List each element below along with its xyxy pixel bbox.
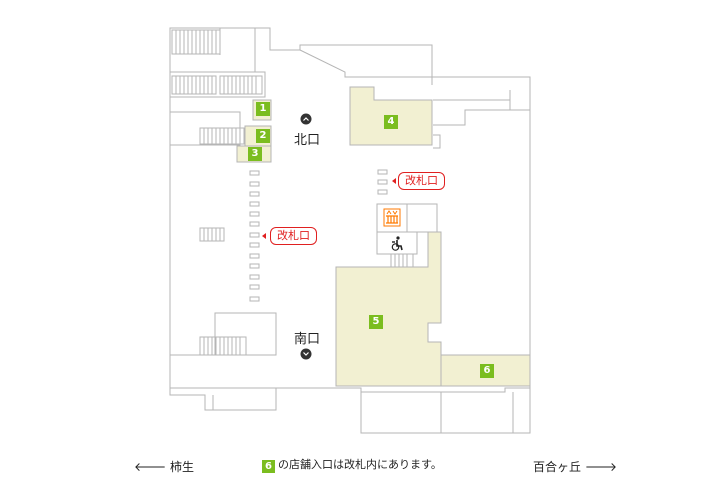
shop-area-5 xyxy=(335,231,442,387)
shop-number-5: 5 xyxy=(369,315,383,329)
stairs-left-middle xyxy=(199,127,245,145)
shop-number-4: 4 xyxy=(384,115,398,129)
wheelchair-icon xyxy=(389,236,403,251)
ticket-gate-barriers-right xyxy=(377,169,388,195)
ticket-gate-label-left: 改札口 xyxy=(270,227,317,245)
ticket-gate-barriers-left xyxy=(249,170,260,302)
shop-number-3: 3 xyxy=(248,147,262,161)
north-exit-label: 北口 xyxy=(294,133,321,148)
stairs xyxy=(171,29,414,356)
stairs-top-left xyxy=(171,29,221,55)
ticket-gate-label-right: 改札口 xyxy=(398,172,445,190)
footer-note-text: の店舗入口は改札内にあります。 xyxy=(278,458,442,471)
escalator-icon xyxy=(383,208,401,227)
stairs-bottom-left xyxy=(199,336,247,356)
shop-number-1: 1 xyxy=(256,102,270,116)
stairs-elevator xyxy=(390,253,414,268)
arrow-left-icon: 🡐 xyxy=(134,460,167,474)
footer-shop-number: 6 xyxy=(262,460,275,473)
stairs-left-upper xyxy=(171,75,263,95)
shop-number-6: 6 xyxy=(480,364,494,378)
station-outline xyxy=(169,27,531,393)
gate-pointer-right xyxy=(392,178,396,184)
direction-left: 🡐 柿生 xyxy=(134,458,194,475)
direction-left-label: 柿生 xyxy=(170,460,195,474)
gate-pointer-left xyxy=(262,233,266,239)
south-exit-label: 南口 xyxy=(294,332,321,347)
circle-chevron-icon xyxy=(300,348,312,360)
stairs-left-gate xyxy=(199,227,225,242)
circle-chevron-icon xyxy=(300,113,312,125)
arrow-right-icon: 🡒 xyxy=(584,460,618,474)
direction-right: 百合ヶ丘 🡒 xyxy=(533,458,617,475)
shop-number-2: 2 xyxy=(256,129,270,143)
direction-right-label: 百合ヶ丘 xyxy=(533,460,582,474)
